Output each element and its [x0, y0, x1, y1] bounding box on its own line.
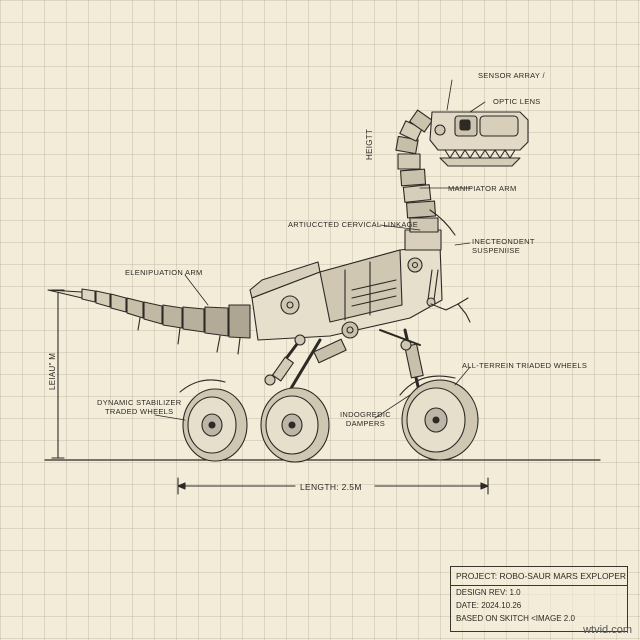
leader-lines [154, 79, 486, 421]
title-revision: DESIGN REV: 1.0 [456, 588, 521, 597]
label-stabilizer: DYNAMIC STABILIZER TRADED WHEELS [97, 398, 181, 417]
label-optic-lens: OPTIC LENS [493, 97, 541, 106]
label-dampers-line-2: DAMPERS [345, 419, 386, 429]
watermark: wtvid.com [583, 624, 632, 636]
tail [47, 288, 251, 355]
label-manipulator-arm: MANIPIATOR ARM [448, 184, 517, 193]
title-project: PROJECT: ROBO-SAUR MARS EXPLOPER [451, 567, 627, 586]
label-independent-suspension: INECTEONDENT SUSPENIISE [472, 237, 535, 256]
label-tail-arm: ELENIPUATION ARM [125, 268, 203, 277]
wheel-front [401, 379, 479, 461]
label-sensor-array: SENSOR ARRAY / [478, 71, 545, 80]
length-dimension-line [177, 477, 489, 495]
motion-arcs [179, 209, 456, 396]
label-stabilizer-line-2: TRADED WHEELS [104, 407, 174, 417]
label-stabilizer-line-1: DYNAMIC STABILIZER [97, 398, 182, 407]
label-dampers: INDOGREDIC DAMPERS [340, 410, 391, 429]
label-length-dimension: LENGTH: 2.5m [300, 482, 362, 492]
title-block: PROJECT: ROBO-SAUR MARS EXPLOPER DESIGN … [450, 566, 628, 632]
label-length-vertical: LEIAU" m [48, 352, 57, 390]
label-independent-line-1: INECTEONDENT [472, 237, 535, 246]
label-dampers-line-1: INDOGREDIC [340, 410, 391, 419]
title-date: DATE: 2024.10.26 [456, 601, 522, 610]
suspension [264, 328, 424, 397]
label-height: HEIGTT [365, 128, 374, 160]
head [429, 111, 529, 167]
wheel-rear [182, 388, 248, 462]
manipulator-arm [426, 269, 471, 323]
label-cervical-linkage: ARTIUCCTED CERVICAL LINKAGE [288, 220, 419, 229]
wheel-middle [260, 387, 330, 463]
label-all-terrain-wheels: ALL-TERREIN TRIADED WHEELS [462, 361, 588, 370]
label-independent-line-2: SUSPENIISE [472, 246, 521, 256]
body-chassis [249, 229, 443, 341]
title-based-on: BASED ON SKITCH <IMAGE 2.0 [456, 614, 575, 623]
neck [395, 109, 439, 233]
